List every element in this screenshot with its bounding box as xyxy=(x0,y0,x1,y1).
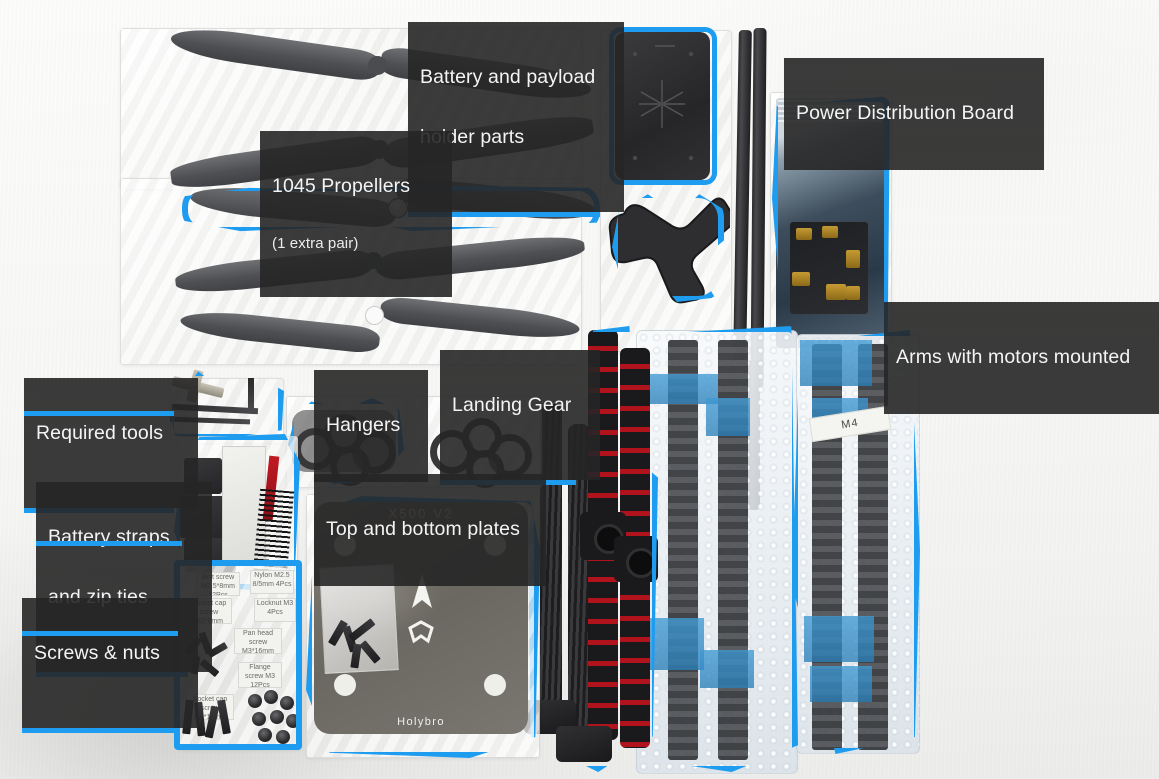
pdb-solder-pad-4 xyxy=(792,272,810,286)
bag-nut-8 xyxy=(276,730,290,744)
part-tag-4: Locknut M3 4Pcs xyxy=(254,598,296,622)
label-landing-gear: Landing Gear xyxy=(440,350,600,486)
plate-standoff-br xyxy=(484,674,506,696)
bag-nut-7 xyxy=(258,728,272,742)
bag-nut-6 xyxy=(286,714,300,728)
battery-holder-bracket xyxy=(608,197,730,304)
landing-gear-clamp-ring-2 xyxy=(626,548,656,578)
bag-nut-5 xyxy=(270,710,284,724)
tool-hex-key-2 xyxy=(248,378,254,412)
pdb-solder-pad-5 xyxy=(826,284,846,300)
part-tag-6: Flange screw M3 12Pcs xyxy=(238,662,282,688)
label-power-distribution-board: Power Distribution Board xyxy=(784,58,1044,170)
bag-nut-4 xyxy=(252,712,266,726)
bag-nut-3 xyxy=(280,696,294,710)
pdb-solder-pad-2 xyxy=(822,226,838,238)
arm-tape-8 xyxy=(810,666,872,702)
label-screws-nuts: Screws & nuts xyxy=(22,598,198,734)
pdb-solder-pad-6 xyxy=(846,286,860,300)
frame-brand-text: Holybro xyxy=(397,716,445,728)
pdb-solder-pad-3 xyxy=(846,250,860,268)
frame-direction-arrow-icon xyxy=(412,574,432,608)
bag-nut-1 xyxy=(248,694,262,708)
landing-gear-foot-2 xyxy=(556,726,612,762)
connector-screws-nuts xyxy=(22,631,178,636)
landing-gear-tube-2 xyxy=(568,424,590,744)
connector-battery-straps xyxy=(36,541,182,546)
arm-tape-4 xyxy=(700,650,754,688)
arm-tape-5 xyxy=(800,340,872,386)
arm-motor-stack-1 xyxy=(668,340,698,760)
part-tag-5: Pan head screw M3*16mm 4Pcs xyxy=(234,628,282,654)
label-top-bottom-plates: Top and bottom plates xyxy=(314,474,546,586)
label-arms-with-motors: Arms with motors mounted xyxy=(884,302,1159,414)
plate-standoff-bl xyxy=(334,674,356,696)
label-hangers: Hangers xyxy=(314,370,428,482)
label-1045-propellers: 1045 Propellers (1 extra pair) xyxy=(260,131,452,298)
connector-required-tools xyxy=(24,411,174,416)
bag-nut-2 xyxy=(264,690,278,704)
arm-tape-2 xyxy=(706,398,750,436)
part-tag-2: Nylon M2.5 8/5mm 4Pcs xyxy=(250,570,294,594)
pdb-solder-pad-1 xyxy=(796,228,812,240)
arm-tape-3 xyxy=(646,618,704,670)
holybro-logo-icon xyxy=(408,620,434,644)
arm-tape-7 xyxy=(804,616,874,662)
payload-plate-pattern xyxy=(632,45,694,161)
